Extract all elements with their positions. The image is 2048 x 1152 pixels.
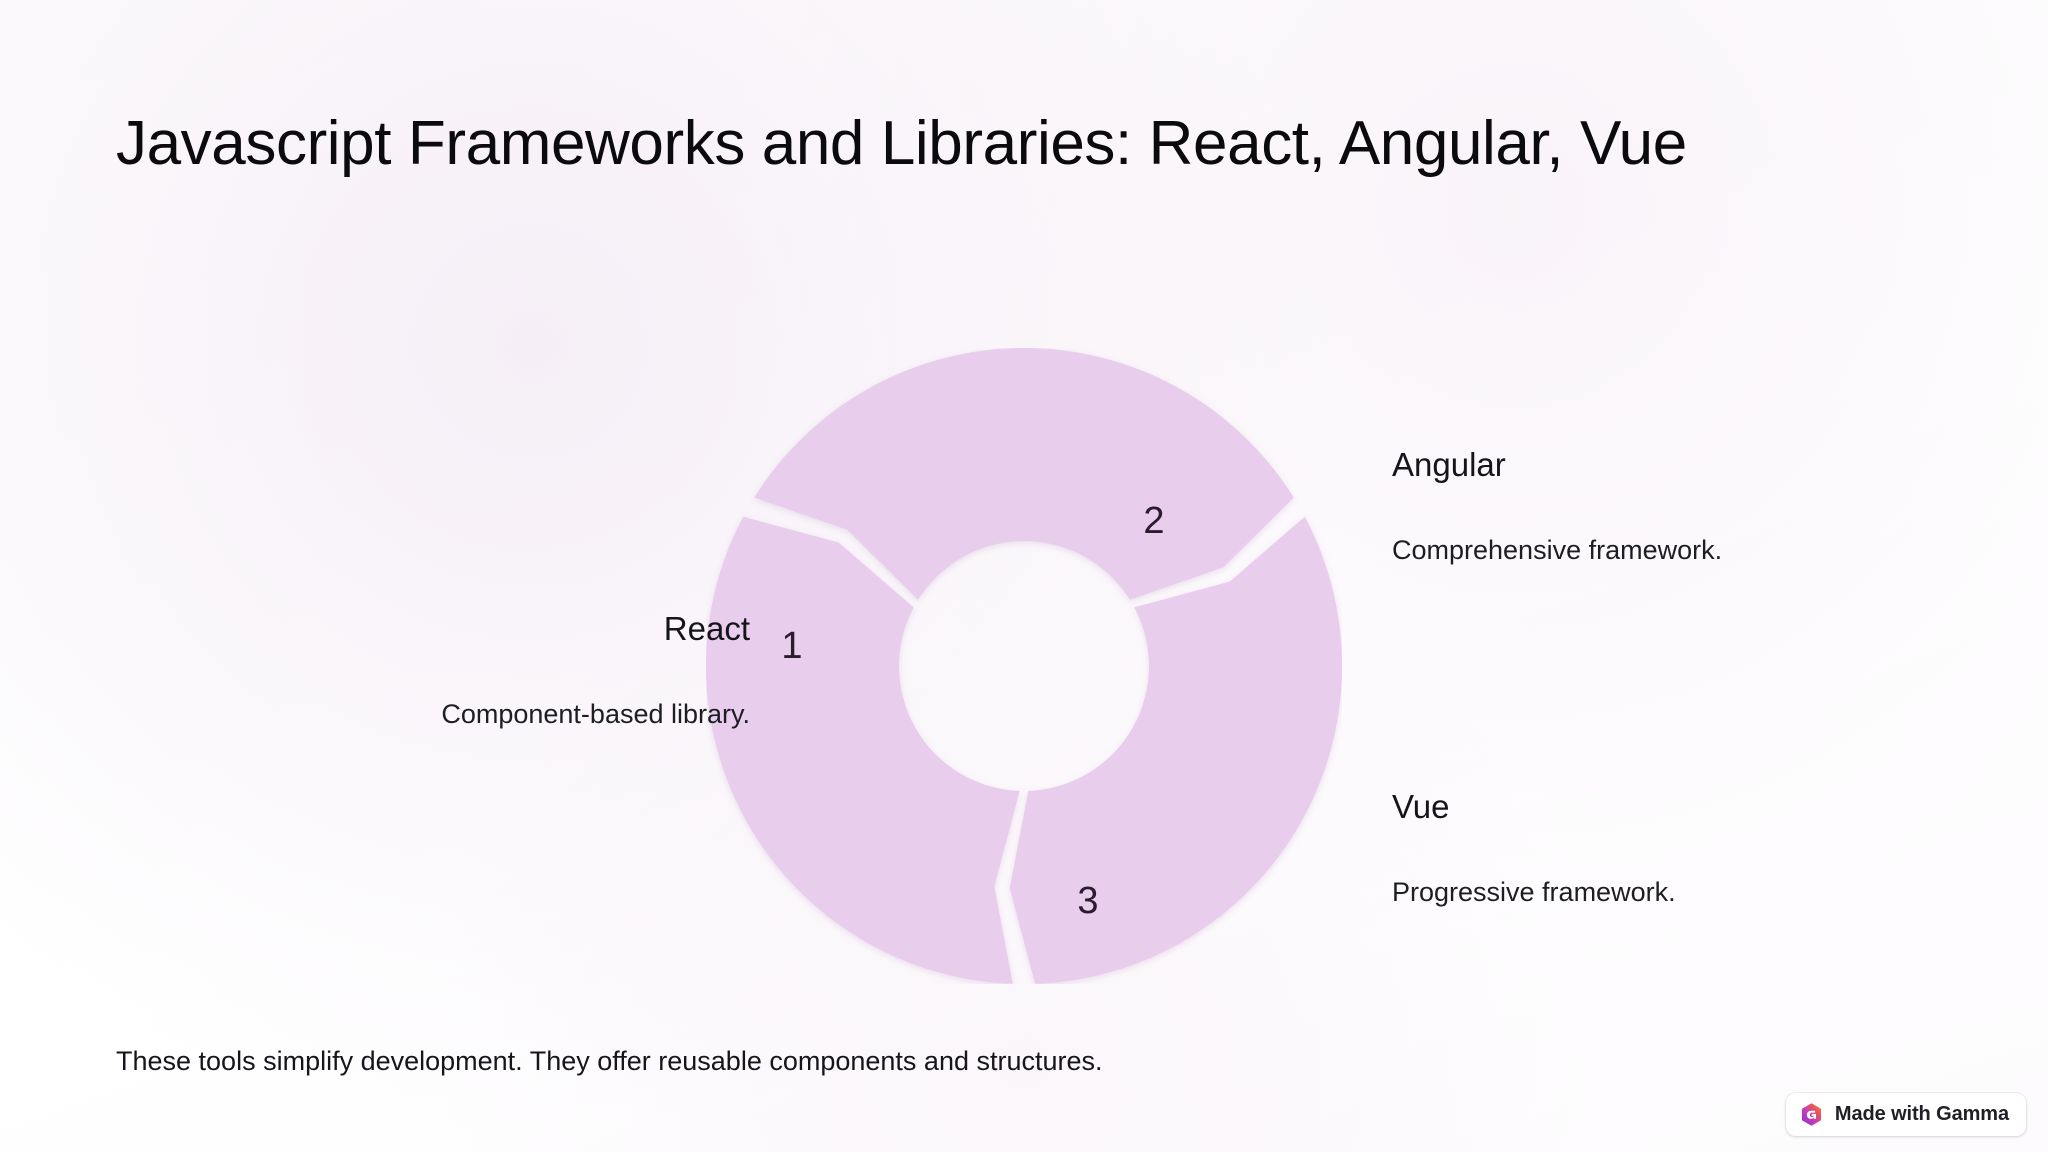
callout-vue: Vue Progressive framework. (1392, 786, 1962, 912)
segment-number-angular: 2 (1143, 500, 1165, 542)
donut-segment-vue[interactable] (706, 516, 1020, 984)
callout-title-react: React (663, 610, 750, 647)
donut-chart-svg (706, 348, 1342, 984)
gamma-cube-icon (1801, 1103, 1821, 1126)
segment-number-react: 1 (781, 625, 803, 667)
callout-description-vue: Progressive framework. (1392, 876, 1676, 907)
made-with-gamma-badge[interactable]: Made with Gamma (1785, 1093, 2026, 1136)
segment-number-vue: 3 (1077, 880, 1099, 922)
slide-caption: These tools simplify development. They o… (116, 1046, 1103, 1076)
callout-title-vue: Vue (1392, 788, 1450, 825)
callout-description-angular: Comprehensive framework. (1392, 534, 1723, 565)
donut-segment-react[interactable] (754, 348, 1294, 600)
gamma-badge-label: Made with Gamma (1834, 1103, 2009, 1125)
donut-segment-angular[interactable] (1009, 516, 1342, 984)
callout-description-react: Component-based library. (441, 698, 750, 729)
callout-title-angular: Angular (1392, 446, 1506, 483)
callout-react: React Component-based library. (180, 608, 750, 734)
page-title: Javascript Frameworks and Libraries: Rea… (116, 109, 1687, 178)
callout-angular: Angular Comprehensive framework. (1392, 444, 1962, 570)
